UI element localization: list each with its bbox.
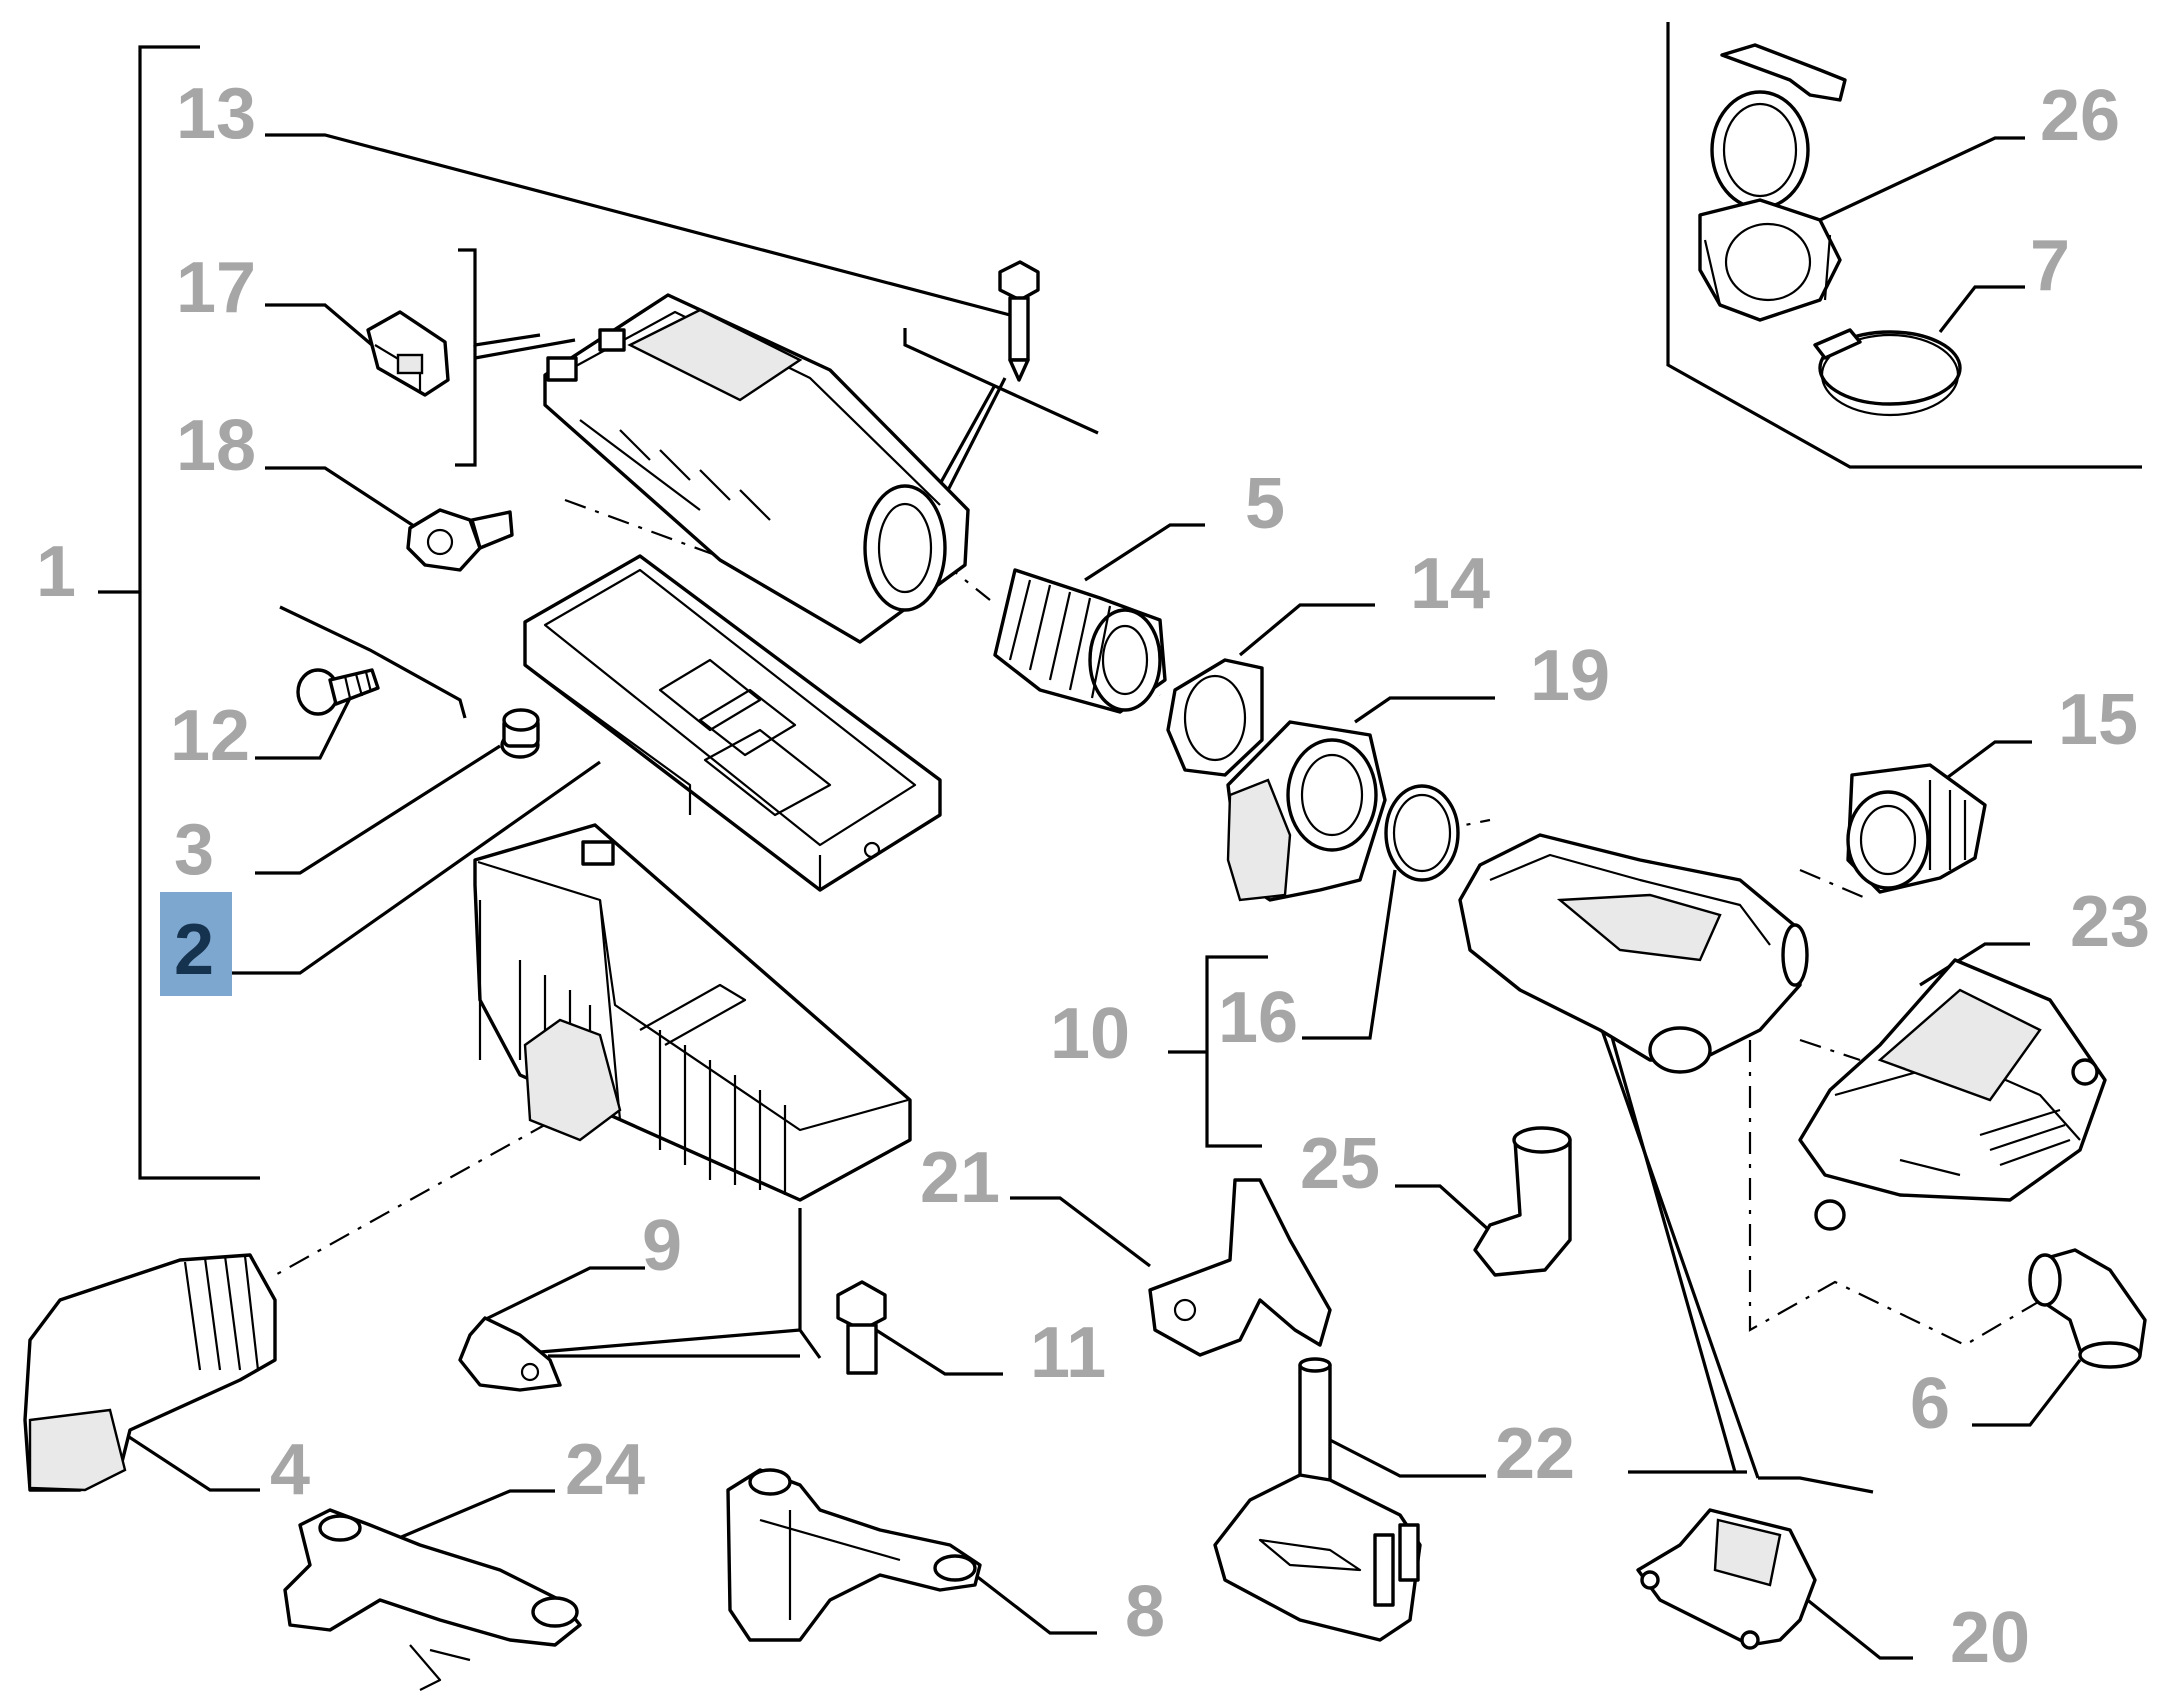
- part-23-resonator: [1798, 958, 2107, 1231]
- part-26-clamp: [1698, 43, 1847, 322]
- callout-16[interactable]: 16: [1218, 978, 1298, 1058]
- part-3-grommet: [500, 708, 540, 759]
- part-18-sensor: [406, 508, 514, 572]
- part-11-bolt: [836, 1280, 887, 1375]
- part-17-clip: [366, 310, 450, 397]
- callout-4[interactable]: 4: [270, 1430, 310, 1510]
- part-19-throttle-body: [1226, 720, 1387, 902]
- callout-6[interactable]: 6: [1910, 1364, 1950, 1444]
- assembly-bracket-10: [1168, 955, 1268, 1148]
- part-24-bracket: [283, 1508, 582, 1691]
- callout-17[interactable]: 17: [176, 248, 256, 328]
- callout-10[interactable]: 10: [1050, 994, 1130, 1074]
- callout-labels: 13 17 18 1 12 3 2 5 14 19 15 23 10 16 25…: [36, 74, 2150, 1678]
- callout-3[interactable]: 3: [174, 810, 214, 890]
- leader-lines: [122, 133, 2082, 1660]
- part-14-gasket: [1166, 658, 1264, 777]
- callout-22[interactable]: 22: [1495, 1414, 1575, 1494]
- callout-13[interactable]: 13: [176, 74, 256, 154]
- selected-callout-highlight: [160, 892, 232, 996]
- part-8-bracket: [726, 1468, 982, 1642]
- callout-18[interactable]: 18: [176, 406, 256, 486]
- part-16-o-ring: [1384, 784, 1460, 882]
- part-25-elbow: [1473, 1126, 1572, 1277]
- callout-21[interactable]: 21: [920, 1138, 1000, 1218]
- callout-12[interactable]: 12: [170, 696, 250, 776]
- callout-14[interactable]: 14: [1410, 544, 1490, 624]
- part-5-bellow-hose: [993, 568, 1167, 714]
- assembly-bracket-1: [98, 45, 260, 1180]
- part-4-intake-pipe: [23, 1253, 277, 1492]
- callout-25[interactable]: 25: [1300, 1124, 1380, 1204]
- callout-11[interactable]: 11: [1030, 1313, 1106, 1393]
- callout-7[interactable]: 7: [2030, 226, 2070, 306]
- part-2-air-filter: [523, 554, 942, 892]
- assembly-bracket-26: [1666, 22, 2142, 469]
- callout-5[interactable]: 5: [1245, 464, 1285, 544]
- part-6-elbow-hose: [2028, 1248, 2147, 1369]
- callout-24[interactable]: 24: [565, 1430, 645, 1510]
- callout-20[interactable]: 20: [1950, 1598, 2030, 1678]
- part-15-connector: [1846, 763, 1987, 894]
- callout-26[interactable]: 26: [2040, 76, 2120, 156]
- callout-2[interactable]: 2: [174, 910, 214, 990]
- callout-1[interactable]: 1: [36, 532, 76, 612]
- callout-8[interactable]: 8: [1125, 1572, 1165, 1652]
- part-1-air-box-base: [473, 823, 912, 1202]
- part-1-air-box-cover: [543, 293, 970, 644]
- part-10-intake-duct: [1458, 833, 1809, 1074]
- part-20-mount-bracket: [1636, 1508, 1817, 1650]
- part-12-screw: [296, 668, 380, 716]
- part-22-mount: [1213, 1357, 1422, 1642]
- callout-9[interactable]: 9: [642, 1206, 682, 1286]
- callout-15[interactable]: 15: [2058, 680, 2138, 760]
- callout-19[interactable]: 19: [1530, 636, 1610, 716]
- part-13-bolt: [998, 260, 1040, 382]
- part-21-bracket: [1148, 1178, 1332, 1357]
- part-9-bracket: [458, 1316, 562, 1392]
- callout-23[interactable]: 23: [2070, 882, 2150, 962]
- part-7-band-clamp: [1813, 328, 1962, 417]
